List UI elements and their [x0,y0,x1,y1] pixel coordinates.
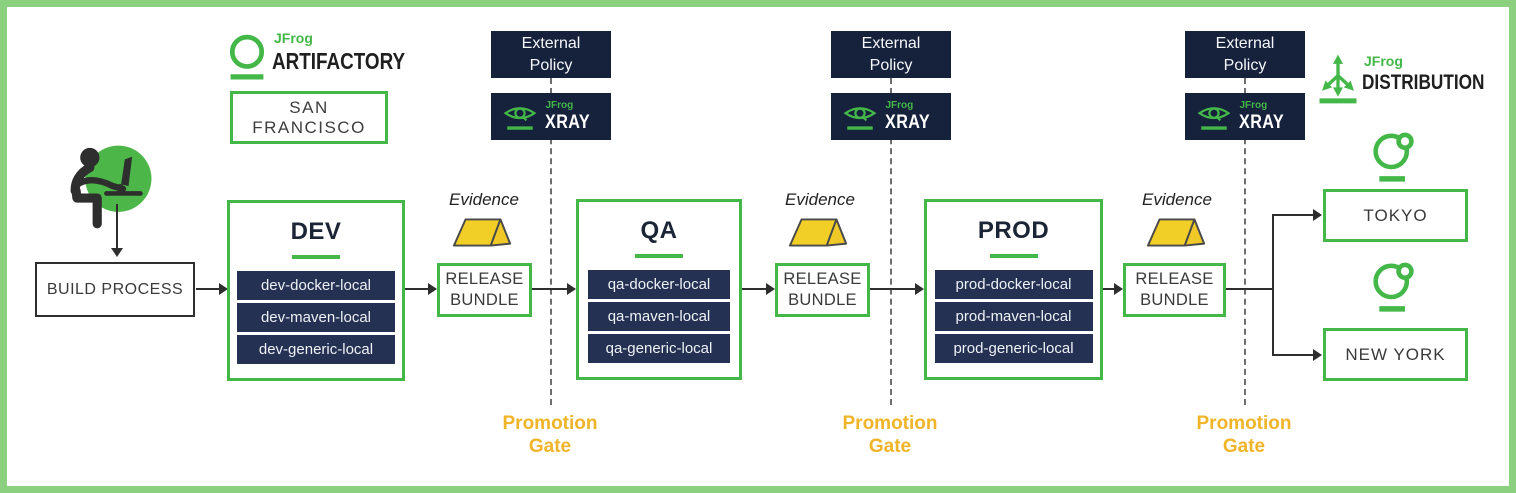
edge-site-new-york: NEW YORK [1323,328,1468,381]
gate-dashed-line [890,78,892,405]
external-policy-label: External Policy [1215,34,1275,74]
evidence-tent-icon [788,218,848,247]
repo-item: qa-generic-local [588,334,730,363]
stage-box-prod: PROD prod-docker-local prod-maven-local … [924,199,1103,380]
stage-box-dev: DEV dev-docker-local dev-maven-local dev… [227,200,405,381]
xray-eye-icon [844,106,877,130]
flow-arrowhead [567,283,576,295]
repo-item: dev-docker-local [237,271,395,300]
evidence-label: Evidence [449,190,519,209]
external-policy-box: External Policy [491,31,611,78]
promotion-gate-label: Promotion Gate [502,413,598,457]
evidence-label: Evidence [1142,190,1212,209]
flow-arrowhead [219,283,228,295]
tokyo-label: TOKYO [1363,205,1428,225]
repo-item: prod-generic-local [934,334,1093,363]
repo-item: qa-docker-local [588,270,730,299]
evidence-tent-icon [452,218,512,247]
flow-line [870,288,916,290]
flow-arrowhead [428,283,437,295]
xray-logo-box: JFrog XRAY [491,93,611,140]
flow-line [405,288,429,290]
release-bundle-box: RELEASE BUNDLE [775,263,870,317]
release-bundle-label: RELEASE BUNDLE [445,269,524,309]
external-policy-label: External Policy [521,34,581,74]
xray-brand-label: JFrog [885,100,914,111]
release-bundle-label: RELEASE BUNDLE [1135,269,1214,309]
stage-underline [292,255,340,259]
branch-line [1272,214,1314,216]
distribution-brand-label: JFrog [1364,53,1403,69]
repo-item: qa-maven-local [588,302,730,331]
xray-product-label: XRAY [885,112,931,133]
developer-icon [70,145,152,229]
edge-node-icon [1373,262,1414,312]
xray-brand-label: JFrog [545,100,574,111]
xray-eye-icon [1198,106,1231,130]
developer-connector-line [116,204,118,248]
release-bundle-label: RELEASE BUNDLE [783,269,862,309]
repo-item: dev-generic-local [237,335,395,364]
stage-title-qa: QA [640,217,678,244]
xray-product-label: XRAY [1239,112,1285,133]
flow-line [1103,288,1115,290]
repo-item: dev-maven-local [237,303,395,332]
build-process-label: BUILD PROCESS [46,280,184,298]
developer-arrowhead [111,248,123,257]
release-bundle-box: RELEASE BUNDLE [437,263,532,317]
stage-title-dev: DEV [290,218,342,245]
xray-logo-box: JFrog XRAY [1185,93,1305,140]
flow-arrowhead [1313,209,1322,221]
xray-brand-label: JFrog [1239,100,1268,111]
san-francisco-box: SAN FRANCISCO [230,91,388,144]
repo-item: prod-maven-local [934,302,1093,331]
external-policy-box: External Policy [1185,31,1305,78]
flow-arrowhead [1114,283,1123,295]
promotion-gate-label: Promotion Gate [1196,413,1292,457]
xray-logo-box: JFrog XRAY [831,93,951,140]
flow-arrowhead [1313,349,1322,361]
external-policy-box: External Policy [831,31,951,78]
branch-line [1226,288,1274,290]
artifactory-icon [229,34,265,80]
stage-underline [989,254,1038,258]
distribution-product-label: DISTRIBUTION [1362,71,1485,94]
edge-site-tokyo: TOKYO [1323,189,1468,242]
flow-line [742,288,767,290]
xray-eye-icon [504,106,537,130]
flow-line [532,288,568,290]
flow-arrowhead [915,283,924,295]
edge-node-icon [1373,132,1414,182]
evidence-tent-icon [1146,218,1206,247]
new-york-label: NEW YORK [1345,344,1446,364]
gate-dashed-line [550,78,552,405]
evidence-label: Evidence [785,190,855,209]
build-process-box: BUILD PROCESS [35,262,195,317]
gate-dashed-line [1244,78,1246,405]
flow-arrowhead [766,283,775,295]
repo-item: prod-docker-local [934,270,1093,299]
branch-line [1272,354,1314,356]
branch-line [1272,214,1274,356]
san-francisco-label: SAN FRANCISCO [252,97,366,137]
artifactory-product-label: ARTIFACTORY [272,48,406,74]
stage-box-qa: QA qa-docker-local qa-maven-local qa-gen… [576,199,742,380]
promotion-gate-label: Promotion Gate [842,413,938,457]
stage-underline [635,254,683,258]
release-bundle-box: RELEASE BUNDLE [1123,263,1226,317]
xray-product-label: XRAY [545,112,591,133]
stage-title-prod: PROD [977,217,1050,244]
artifactory-brand-label: JFrog [274,30,313,46]
flow-line [196,288,220,290]
distribution-icon [1319,54,1357,104]
external-policy-label: External Policy [861,34,921,74]
